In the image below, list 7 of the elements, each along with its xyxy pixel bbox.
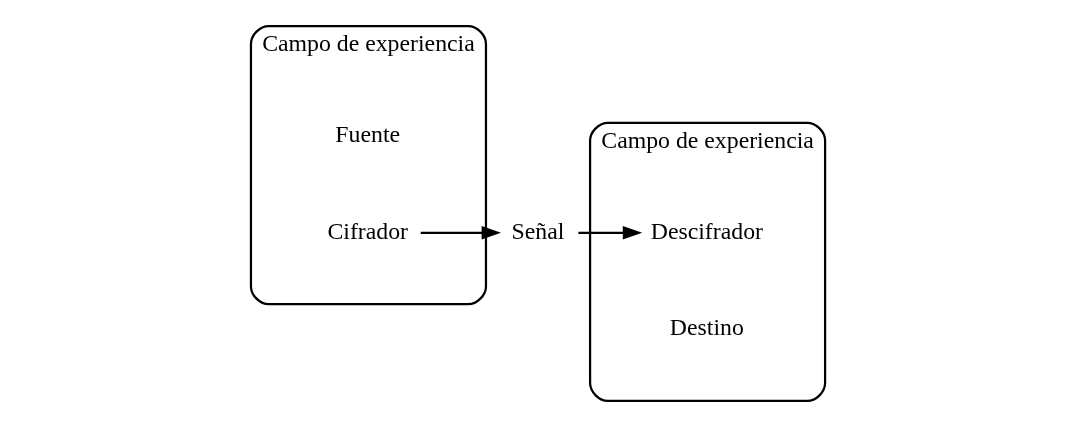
- arrow: [420, 226, 501, 240]
- node-text: Cifrador: [326, 217, 408, 244]
- node-text: Fuente: [334, 120, 400, 147]
- arrow: [577, 226, 642, 240]
- node-text: Destino: [669, 314, 744, 341]
- node-text: Señal: [511, 217, 564, 244]
- node-text: Descifrador: [650, 217, 763, 244]
